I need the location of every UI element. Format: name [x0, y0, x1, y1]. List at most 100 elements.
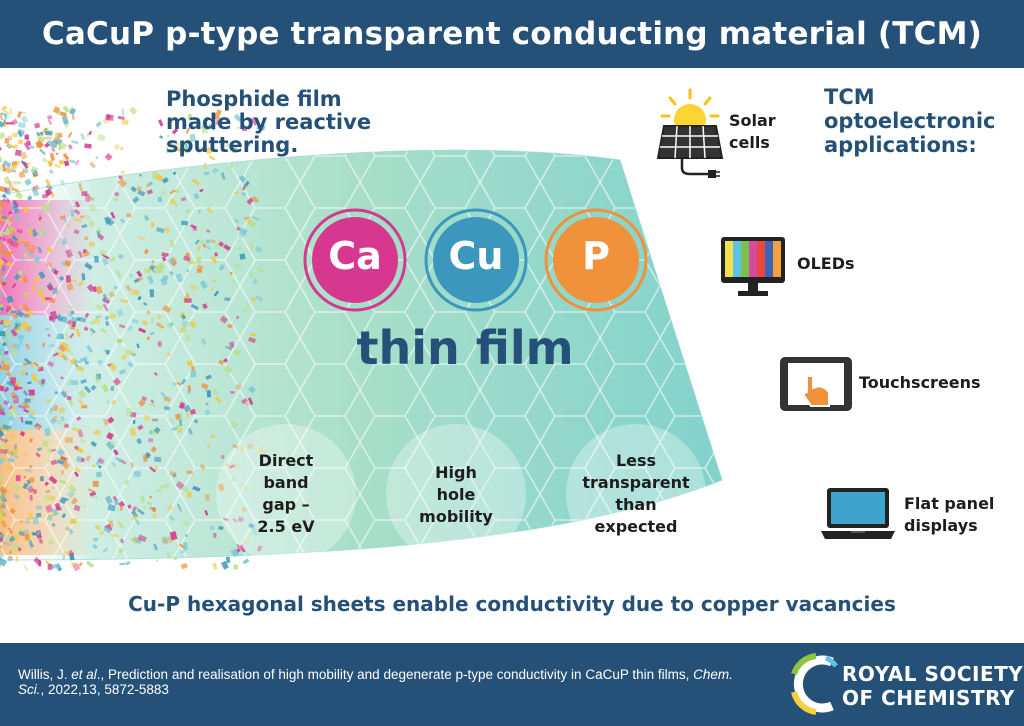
particle — [41, 342, 46, 348]
particle — [117, 115, 125, 120]
application-touch-label: Touchscreens — [859, 373, 981, 392]
particle — [66, 490, 75, 499]
particle — [173, 141, 180, 147]
particle — [204, 510, 209, 516]
particle — [174, 188, 180, 194]
particle — [149, 466, 157, 473]
particle — [11, 187, 20, 193]
particle — [19, 151, 28, 160]
particle — [146, 189, 154, 195]
particle — [0, 553, 5, 561]
particle — [89, 491, 97, 497]
particle — [49, 407, 53, 413]
particle — [41, 296, 46, 303]
particle — [29, 438, 33, 443]
particle — [81, 273, 86, 281]
particle — [186, 412, 190, 418]
particle — [13, 160, 21, 166]
particle — [166, 146, 169, 154]
particle — [235, 315, 240, 320]
particle — [201, 338, 207, 345]
particle — [63, 391, 68, 395]
particle — [59, 415, 66, 422]
particle — [7, 143, 16, 149]
particle — [151, 222, 155, 228]
particle — [156, 227, 165, 234]
particle — [242, 558, 250, 565]
particle — [119, 146, 124, 151]
particle — [13, 493, 20, 500]
particle — [217, 483, 225, 492]
particle — [7, 135, 13, 141]
particle — [22, 161, 29, 170]
particle — [137, 189, 146, 197]
particle — [202, 303, 208, 310]
particle — [0, 367, 3, 373]
particle — [39, 148, 47, 156]
particle — [99, 250, 107, 256]
particle — [96, 133, 106, 142]
particle — [112, 449, 119, 456]
particle — [205, 239, 211, 244]
particle — [193, 192, 200, 200]
particle — [150, 446, 157, 453]
element-p-circle: P — [544, 208, 648, 312]
particle — [175, 273, 184, 283]
particle — [137, 534, 148, 543]
particle — [181, 320, 190, 328]
particle — [232, 444, 239, 450]
particle — [11, 165, 16, 171]
particle — [107, 416, 115, 424]
particle — [188, 320, 197, 329]
particle — [218, 359, 224, 365]
particle — [6, 242, 11, 247]
particle — [247, 531, 254, 538]
particle — [173, 201, 178, 208]
particle — [95, 156, 98, 159]
particle — [58, 159, 65, 165]
particle — [0, 270, 4, 276]
particle — [166, 551, 172, 560]
particle — [216, 109, 222, 115]
particle — [76, 317, 81, 321]
particle — [1, 363, 11, 371]
particle — [84, 236, 89, 241]
particle — [132, 196, 140, 204]
particle — [118, 368, 126, 375]
particle — [54, 132, 59, 141]
particle — [60, 341, 69, 349]
particle — [190, 303, 199, 310]
particle — [241, 507, 247, 513]
particle — [109, 440, 115, 446]
particle — [1, 216, 8, 220]
particle — [237, 516, 244, 523]
particle — [23, 408, 30, 413]
particle — [76, 447, 84, 454]
particle — [213, 113, 220, 120]
particle — [161, 538, 168, 544]
particle — [0, 562, 2, 568]
particle — [28, 422, 35, 430]
particle — [223, 365, 233, 374]
particle — [141, 319, 149, 326]
particle — [11, 235, 18, 242]
particle — [36, 447, 42, 452]
particle — [3, 319, 12, 325]
particle — [86, 562, 91, 566]
particle — [81, 458, 85, 462]
particle — [10, 350, 18, 358]
thin-film-label: thin film — [356, 321, 574, 375]
particle — [22, 482, 29, 490]
particle — [90, 320, 95, 325]
particle — [15, 214, 20, 221]
particle — [15, 238, 23, 245]
particle — [149, 331, 155, 336]
particle — [151, 507, 157, 513]
particle — [159, 277, 168, 286]
particle — [82, 248, 87, 253]
particle — [2, 540, 12, 547]
particle — [32, 170, 38, 177]
particle — [243, 216, 251, 220]
particle — [27, 222, 31, 229]
particle — [127, 504, 132, 509]
